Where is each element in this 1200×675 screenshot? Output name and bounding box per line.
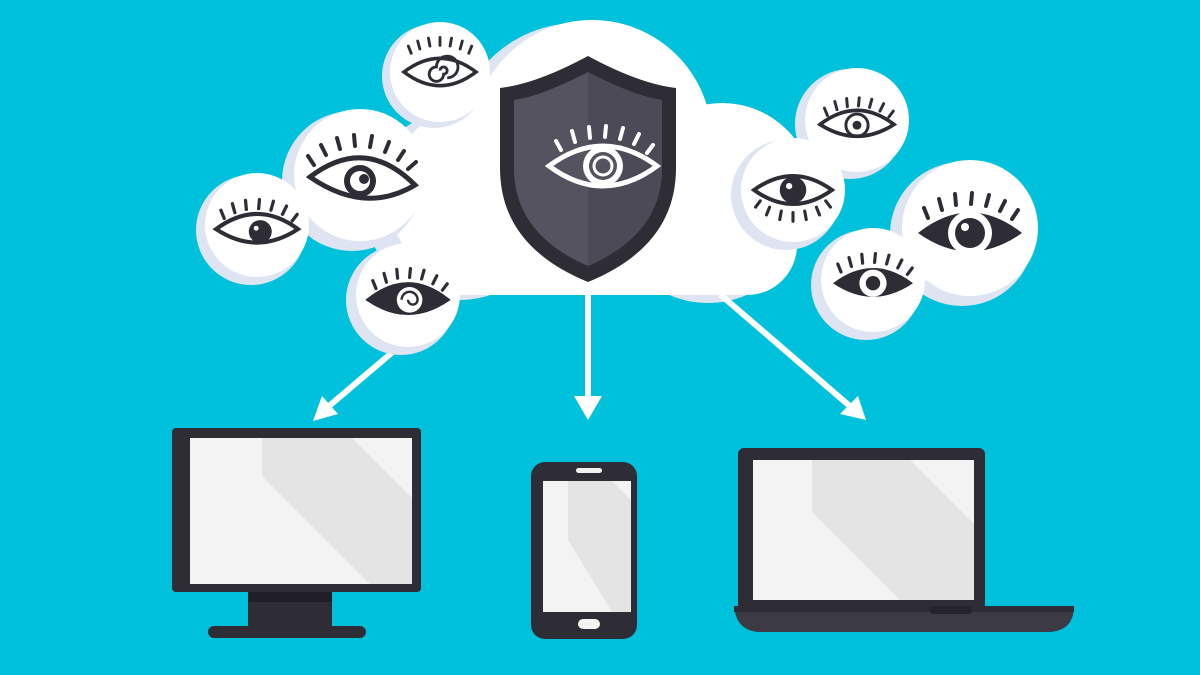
eye-bubble bbox=[731, 138, 845, 250]
eye-icon bbox=[305, 133, 420, 201]
laptop-icon bbox=[734, 448, 1074, 632]
desktop-monitor-icon bbox=[172, 428, 421, 638]
eye-icon bbox=[365, 266, 451, 315]
home-button bbox=[578, 619, 600, 629]
arrow-to-phone bbox=[574, 293, 602, 420]
arrow-down-icon bbox=[574, 396, 602, 420]
eye-icon bbox=[401, 36, 479, 88]
arrow-down-icon bbox=[840, 396, 866, 420]
eye-bubble bbox=[382, 22, 490, 128]
shield-eye-icon bbox=[500, 56, 676, 282]
eye-icon bbox=[544, 124, 662, 189]
eye-icon bbox=[833, 251, 914, 297]
eye-icon bbox=[212, 197, 302, 245]
eye-bubble bbox=[282, 109, 426, 251]
arrow-to-laptop bbox=[719, 293, 866, 420]
smartphone-icon bbox=[531, 462, 637, 639]
arrow-to-desktop bbox=[313, 347, 398, 421]
eye-icon bbox=[750, 174, 836, 223]
arrow-down-icon bbox=[313, 396, 338, 421]
eye-icon bbox=[816, 96, 898, 139]
eye-icon bbox=[918, 191, 1022, 255]
eye-bubble bbox=[196, 173, 309, 285]
eye-bubble bbox=[890, 160, 1038, 306]
eye-bubble bbox=[346, 243, 460, 355]
eye-bubble bbox=[811, 228, 925, 340]
